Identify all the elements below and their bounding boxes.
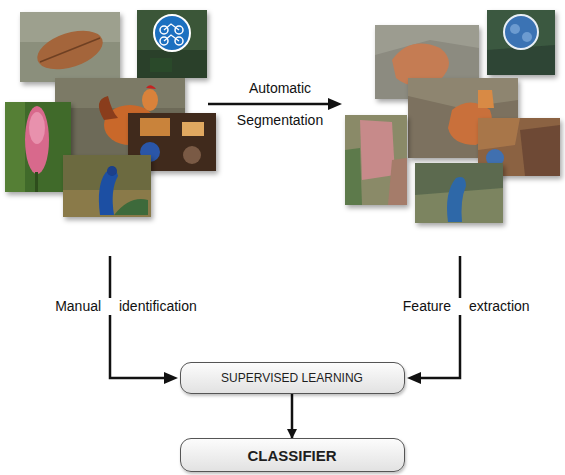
segmented-sign	[487, 10, 555, 75]
node-text: SUPERVISED LEARNING	[221, 371, 363, 385]
leaf-photo	[20, 12, 120, 82]
segmented-collage	[345, 10, 560, 223]
segmentation-arrow	[208, 98, 342, 110]
flow-arrow	[291, 394, 294, 438]
process-box: SUPERVISED LEARNING	[180, 362, 405, 394]
output-box: CLASSIFIER	[180, 438, 405, 472]
arrow-label: Feature extraction	[402, 298, 531, 315]
extraction-arrow	[407, 256, 460, 384]
peacock-photo	[63, 155, 151, 217]
photo-collage	[5, 10, 216, 217]
segmented-peacock	[415, 163, 503, 223]
flower-photo	[5, 102, 71, 192]
arrow-label: Manual identification	[54, 298, 198, 315]
node-text: CLASSIFIER	[247, 447, 336, 464]
sign-photo	[137, 10, 207, 78]
arrow-label: Automatic Segmentation	[222, 72, 338, 136]
segmented-flower	[345, 115, 407, 205]
identification-arrow	[110, 256, 178, 384]
